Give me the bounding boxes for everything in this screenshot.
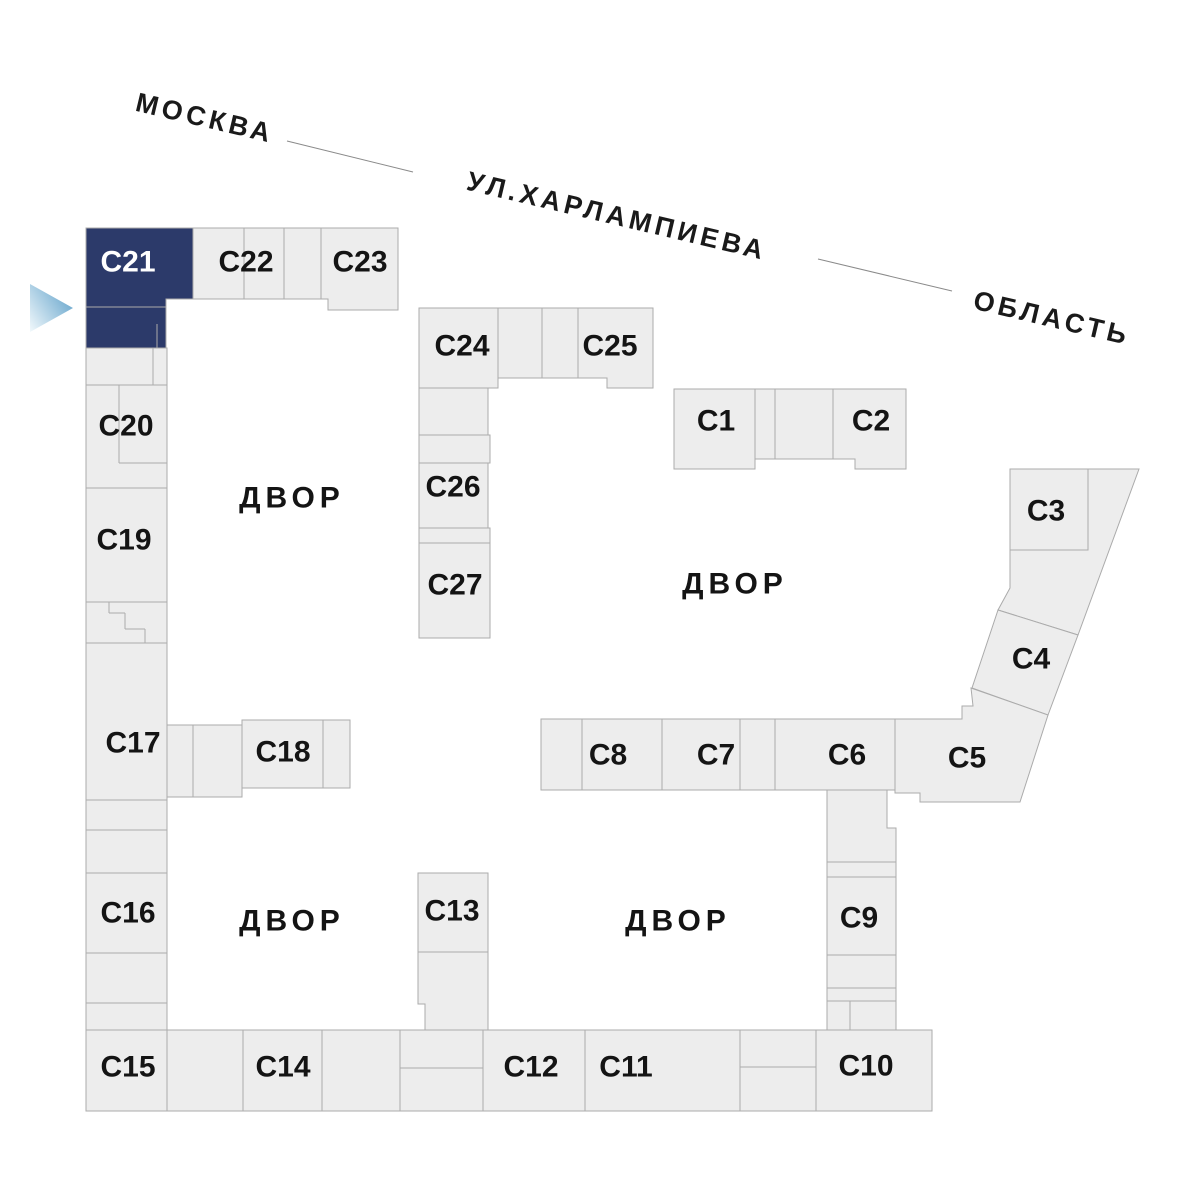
building-c24[interactable] <box>418 307 499 389</box>
building-c22-label: С22 <box>218 246 273 279</box>
building-c7-label: С7 <box>697 739 735 772</box>
building-c17[interactable] <box>85 642 168 801</box>
building-c9-label: С9 <box>840 902 878 935</box>
building-section <box>85 601 168 644</box>
building-section <box>85 952 168 1004</box>
building-section <box>541 307 579 379</box>
building-c15[interactable] <box>85 1029 168 1112</box>
building-c13[interactable] <box>417 872 489 953</box>
building-section <box>739 1029 817 1112</box>
building-section <box>85 829 168 874</box>
courtyard-label: ДВОР <box>239 482 345 515</box>
building-c6[interactable] <box>774 718 896 791</box>
street-line <box>286 140 414 173</box>
building-c24-label: С24 <box>434 330 489 363</box>
street-line <box>817 258 953 292</box>
building-c12-label: С12 <box>503 1051 558 1084</box>
building-section <box>322 719 351 789</box>
building-c11-label: С11 <box>599 1051 652 1084</box>
building-section <box>417 951 489 1031</box>
building-section <box>399 1029 484 1112</box>
building-c14-label: С14 <box>255 1051 310 1084</box>
building-section <box>826 861 897 878</box>
building-section <box>418 387 489 436</box>
building-c10[interactable] <box>815 1029 933 1112</box>
building-c18-label: С18 <box>255 736 310 769</box>
building-c4-label: С4 <box>1012 643 1051 676</box>
building-section <box>418 434 491 464</box>
street-label: МОСКВА <box>133 87 277 149</box>
building-c2[interactable] <box>832 388 907 470</box>
building-c16[interactable] <box>85 872 168 954</box>
building-c3[interactable] <box>1009 468 1089 551</box>
building-c10-label: С10 <box>838 1050 893 1083</box>
building-c26-label: С26 <box>425 471 480 504</box>
building-c21-label: С21 <box>100 246 155 279</box>
building-section <box>85 799 168 831</box>
building-section <box>774 388 834 460</box>
building-c2-label: С2 <box>852 405 890 438</box>
building-section <box>826 789 897 863</box>
building-c18[interactable] <box>241 719 324 789</box>
building-c23[interactable] <box>320 227 399 311</box>
building-c12[interactable] <box>482 1029 586 1112</box>
street-label: ОБЛАСТЬ <box>971 285 1134 351</box>
courtyard-label: ДВОР <box>239 905 345 938</box>
building-c14[interactable] <box>242 1029 323 1112</box>
building-c22[interactable] <box>192 227 285 300</box>
building-c26[interactable] <box>418 462 489 529</box>
building-section <box>739 718 776 791</box>
building-section <box>85 1002 168 1031</box>
building-pointer-arrow-icon <box>30 284 73 332</box>
building-section <box>826 954 897 989</box>
building-section <box>283 227 322 300</box>
building-section <box>166 1029 244 1112</box>
building-section <box>418 527 491 544</box>
building-c1[interactable] <box>673 388 756 470</box>
building-c20[interactable] <box>85 384 168 489</box>
building-section <box>754 388 776 460</box>
street-label: УЛ.ХАРЛАМПИЕВА <box>464 166 770 266</box>
building-c16-label: С16 <box>100 897 155 930</box>
building-c15-label: С15 <box>100 1051 155 1084</box>
building-c25[interactable] <box>577 307 654 389</box>
building-c19-label: С19 <box>96 524 151 557</box>
building-c8[interactable] <box>581 718 663 791</box>
building-section <box>85 347 168 386</box>
courtyard-label: ДВОР <box>682 568 788 601</box>
building-c27[interactable] <box>418 542 491 639</box>
building-c3-label: С3 <box>1027 495 1065 528</box>
building-c6-label: С6 <box>828 739 866 772</box>
courtyard-label: ДВОР <box>625 905 731 938</box>
building-c5[interactable] <box>894 687 1049 803</box>
building-c17-label: С17 <box>105 727 160 760</box>
building-section <box>321 1029 401 1112</box>
building-section <box>192 724 243 798</box>
building-section <box>826 987 897 1002</box>
building-c25-label: С25 <box>582 330 637 363</box>
building-section <box>166 724 194 798</box>
building-c1-label: С1 <box>697 405 735 438</box>
building-section <box>497 307 543 379</box>
building-c23-label: С23 <box>332 246 387 279</box>
building-c5-label: С5 <box>948 742 986 775</box>
building-c20-label: С20 <box>98 410 153 443</box>
building-c27-label: С27 <box>427 569 482 602</box>
building-section <box>826 1000 897 1031</box>
building-c9[interactable] <box>826 876 897 956</box>
building-section <box>540 718 583 791</box>
building-c8-label: С8 <box>589 739 627 772</box>
building-c13-label: С13 <box>424 895 479 928</box>
